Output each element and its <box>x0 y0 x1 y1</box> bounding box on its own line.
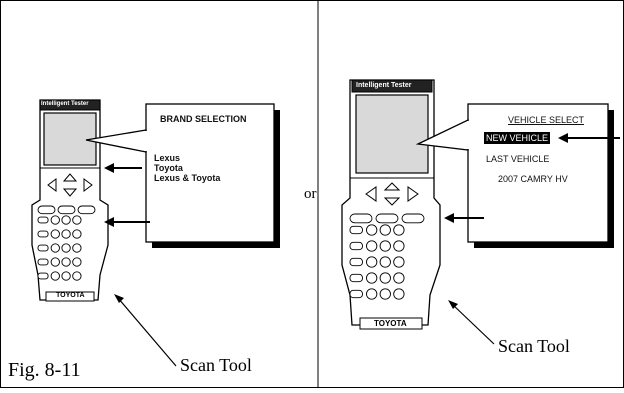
right-scan-tool-label: Scan Tool <box>498 336 570 356</box>
left-key-1-3 <box>72 215 82 225</box>
right-callout-box <box>467 103 609 243</box>
right-panel-title: VEHICLE SELECT <box>508 115 585 125</box>
right-arrow-2-head <box>444 213 454 223</box>
left-option-1: Lexus <box>154 153 181 163</box>
left-key-top-3 <box>77 205 96 215</box>
left-key-4-3 <box>72 257 82 267</box>
right-key-5-2 <box>379 288 391 300</box>
right-arrow-1-head <box>558 133 568 143</box>
right-brand-logo: TOYOTA <box>374 319 407 328</box>
left-key-4-2 <box>61 257 71 267</box>
left-panel-title: BRAND SELECTION <box>160 114 247 124</box>
right-key-1-3 <box>393 224 405 236</box>
left-key-side-1 <box>37 216 49 224</box>
left-key-side-2 <box>37 230 49 238</box>
left-key-top-2 <box>57 205 76 215</box>
right-key-5-1 <box>366 288 378 300</box>
right-key-3-3 <box>393 256 405 268</box>
left-pointer-head <box>114 294 124 303</box>
right-device-title: Intelligent Tester <box>356 82 412 89</box>
left-arrow-1-head <box>104 163 114 173</box>
right-key-4-3 <box>393 272 405 284</box>
left-device-title: Intelligent Tester <box>41 101 89 107</box>
left-key-3-3 <box>72 243 82 253</box>
or-label: or <box>304 186 317 202</box>
right-key-side-4 <box>349 273 363 283</box>
left-key-1-2 <box>61 215 71 225</box>
left-brand-logo: TOYOTA <box>56 292 85 299</box>
left-key-side-3 <box>37 244 49 252</box>
left-logo-box <box>45 291 95 302</box>
left-callout-box <box>145 103 275 243</box>
right-tool-head <box>351 79 433 93</box>
left-key-2-2 <box>61 229 71 239</box>
left-key-5-2 <box>61 271 71 281</box>
right-key-side-5 <box>349 289 363 299</box>
left-key-2-3 <box>72 229 82 239</box>
left-tool-head <box>39 99 101 111</box>
right-key-top-3 <box>401 213 425 224</box>
left-dpad <box>47 173 93 197</box>
left-key-side-4 <box>37 258 49 266</box>
right-key-5-3 <box>393 288 405 300</box>
left-key-5-1 <box>50 271 60 281</box>
right-pointer-line <box>451 303 495 345</box>
left-option-3: Lexus & Toyota <box>154 173 221 183</box>
left-key-3-1 <box>50 243 60 253</box>
right-key-4-1 <box>366 272 378 284</box>
left-pointer-line <box>117 297 177 367</box>
right-option-3: 2007 CAMRY HV <box>498 174 568 184</box>
right-option-1: NEW VEHICLE <box>486 133 549 143</box>
right-key-top-1 <box>349 213 373 224</box>
figure-caption: Fig. 8-11 <box>8 359 81 381</box>
right-key-2-2 <box>379 240 391 252</box>
left-arrow-2-head <box>104 217 114 227</box>
right-callout <box>415 103 620 248</box>
right-option-highlight <box>484 132 550 144</box>
right-key-1-2 <box>379 224 391 236</box>
left-key-5-3 <box>72 271 82 281</box>
left-key-4-1 <box>50 257 60 267</box>
left-option-2: Toyota <box>154 163 183 173</box>
left-key-2-1 <box>50 229 60 239</box>
right-key-4-2 <box>379 272 391 284</box>
right-key-side-1 <box>349 225 363 235</box>
right-key-3-1 <box>366 256 378 268</box>
left-callout <box>85 103 280 248</box>
right-keypad <box>349 213 425 300</box>
left-keypad <box>37 205 96 281</box>
right-scan-tool <box>341 79 441 330</box>
left-key-1-1 <box>50 215 60 225</box>
left-key-side-5 <box>37 272 49 280</box>
right-pointer-head <box>448 300 458 309</box>
right-key-3-2 <box>379 256 391 268</box>
right-key-side-3 <box>349 257 363 267</box>
left-key-top-1 <box>37 205 56 215</box>
right-dpad <box>365 182 419 206</box>
left-scan-tool <box>31 99 109 302</box>
right-logo-box <box>359 317 423 330</box>
right-key-2-1 <box>366 240 378 252</box>
left-scan-tool-label: Scan Tool <box>180 355 252 375</box>
right-key-1-1 <box>366 224 378 236</box>
right-tool-screen <box>355 94 429 174</box>
right-key-top-2 <box>375 213 399 224</box>
right-option-2: LAST VEHICLE <box>486 154 550 164</box>
left-key-3-2 <box>61 243 71 253</box>
right-key-2-3 <box>393 240 405 252</box>
right-key-side-2 <box>349 241 363 251</box>
